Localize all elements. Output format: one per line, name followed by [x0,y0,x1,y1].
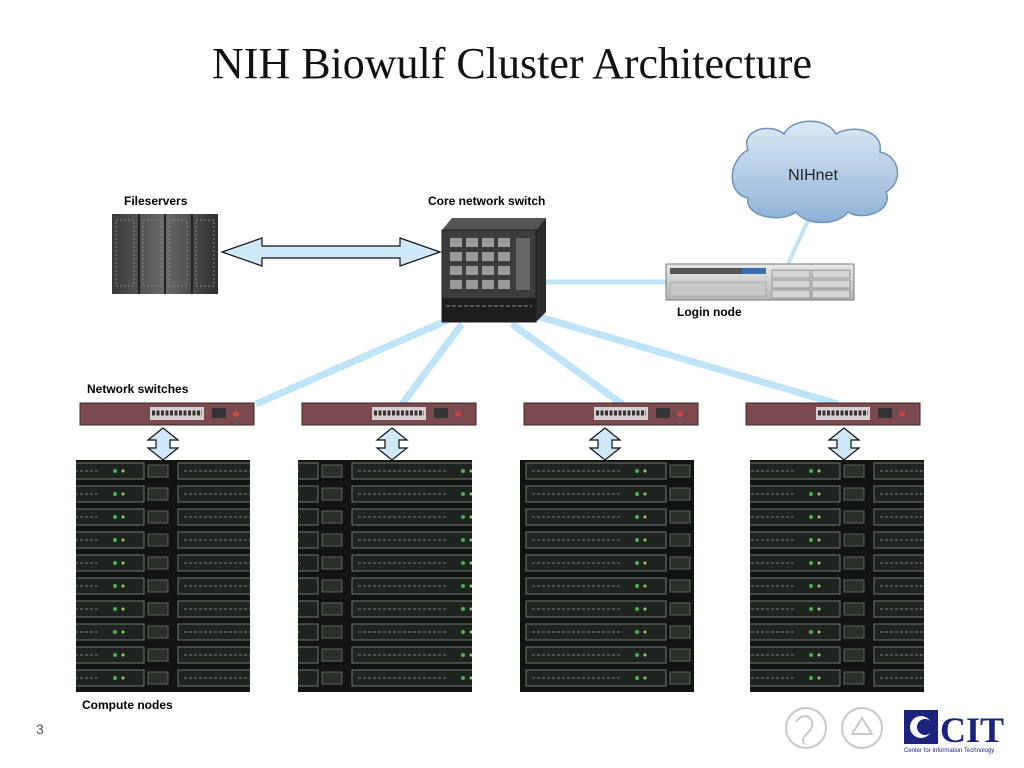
network-switches-label: Network switches [87,382,189,396]
compute-rack-3-icon [520,460,694,692]
compute-rack-4-icon [750,460,924,692]
link-core-to-switch-2 [399,321,465,407]
link-core-to-switch-1 [254,316,450,408]
core-switch-icon [441,218,546,323]
login-node-icon [665,263,855,301]
compute-rack-1-icon [76,460,250,692]
compute-link-arrow-3-icon [588,427,622,461]
cit-logo-icon: CIT Center for Information Technology [904,710,1004,754]
page-number: 3 [36,721,44,737]
link-core-to-switch-3 [509,321,625,407]
fileserver-link-arrow-icon [220,237,442,267]
login-node-label: Login node [677,305,742,319]
compute-link-arrow-1-icon [146,427,180,461]
network-links [254,211,839,408]
compute-link-arrow-4-icon [827,427,861,461]
svg-text:CIT: CIT [940,710,1004,750]
svg-text:Center for Information Technol: Center for Information Technology [904,748,994,754]
network-switch-2-icon [301,402,477,426]
network-switch-3-icon [523,402,699,426]
nihnet-label: NIHnet [788,167,838,184]
network-switch-4-icon [745,402,921,426]
compute-rack-2-icon [298,460,472,692]
network-switch-1-icon [79,402,255,426]
slide-title: NIH Biowulf Cluster Architecture [212,39,812,88]
fileservers-label: Fileservers [124,194,188,208]
compute-link-arrow-2-icon [375,427,409,461]
nih-seal-icon [841,707,883,749]
core-switch-label: Core network switch [428,194,546,208]
nihnet-cloud-icon: NIHnet [731,120,899,224]
hhs-seal-icon [785,707,827,749]
link-core-to-switch-4 [535,312,839,408]
fileservers-icon [112,214,218,294]
compute-nodes-label: Compute nodes [82,698,173,712]
